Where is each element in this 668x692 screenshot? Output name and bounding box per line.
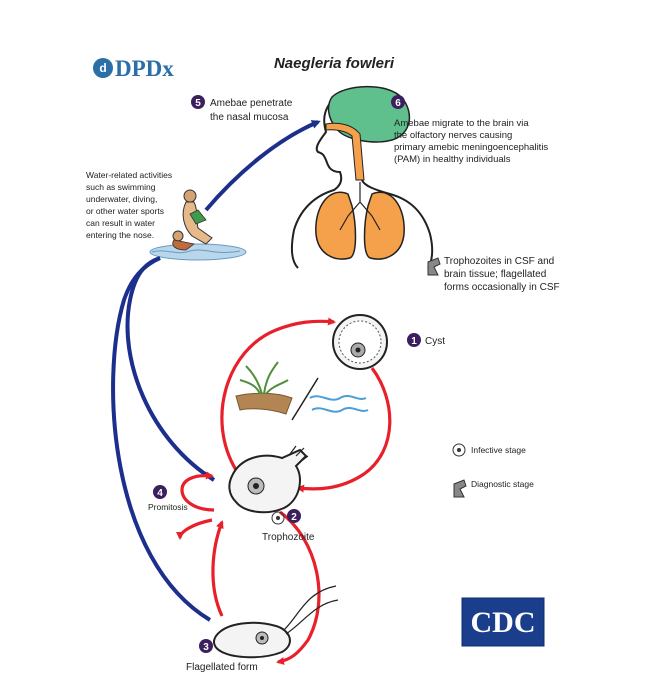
svg-text:can result in water: can result in water xyxy=(86,218,155,228)
swimmers-illustration xyxy=(149,189,247,261)
step-1-badge xyxy=(407,333,421,347)
flagellate-body xyxy=(213,621,291,659)
svg-text:3: 3 xyxy=(203,642,209,653)
flagellate-illustration xyxy=(213,585,339,659)
svg-text:4: 4 xyxy=(157,488,163,499)
svg-text:such as swimming: such as swimming xyxy=(86,182,156,192)
svg-text:5: 5 xyxy=(195,98,201,109)
svg-text:1: 1 xyxy=(411,336,417,347)
step-3-badge xyxy=(199,639,213,653)
legend-biohazard-icon xyxy=(452,443,466,457)
svg-text:entering the nose.: entering the nose. xyxy=(86,230,154,240)
arrow-flagellate-to-water xyxy=(111,256,212,622)
svg-text:d: d xyxy=(99,61,106,75)
head-outline xyxy=(290,92,351,269)
step-6-line-2: the olfactory nerves causing xyxy=(394,130,512,141)
lifecycle-arrows xyxy=(176,317,392,665)
step-4-badge xyxy=(153,485,167,499)
body-outline xyxy=(361,179,434,269)
svg-text:6: 6 xyxy=(395,98,401,109)
cdc-logo-text: CDC xyxy=(471,606,536,639)
step-4: 4 Promitosis xyxy=(148,485,188,512)
svg-text:Trophozoites in CSF and: Trophozoites in CSF and xyxy=(444,256,554,267)
olfactory-path xyxy=(325,122,365,181)
step-6-badge xyxy=(391,95,405,109)
step-6-line-1: Amebae migrate to the brain via xyxy=(394,118,529,129)
trophozoite-body xyxy=(228,448,308,514)
step-5: 5 Amebae penetrate the nasal mucosa xyxy=(191,95,293,123)
step-5-line-1: Amebae penetrate xyxy=(210,98,293,109)
arrow-swim-to-nose xyxy=(204,120,321,212)
bronchi xyxy=(339,182,381,231)
step-1: 1 Cyst xyxy=(407,333,445,347)
trophozoite-illustration xyxy=(228,445,309,514)
step-2: 2 Trophozoite xyxy=(262,509,315,543)
arrow-trophozoite-to-water xyxy=(125,256,216,482)
swimmer-head xyxy=(183,189,197,203)
dpdx-logo-text: DPDx xyxy=(115,56,174,81)
page-title: Naegleria fowleri xyxy=(274,55,395,72)
step-2-badge xyxy=(287,509,301,523)
step-4-label: Promitosis xyxy=(148,502,188,512)
legend: Infective stage Diagnostic stage xyxy=(452,443,534,498)
arrow-promitosis-out xyxy=(176,518,213,540)
step-3: 3 Flagellated form xyxy=(186,639,258,673)
svg-text:underwater, diving,: underwater, diving, xyxy=(86,194,157,204)
human-figure xyxy=(290,85,434,269)
svg-text:2: 2 xyxy=(291,512,297,523)
right-lung-icon xyxy=(363,191,405,260)
soil-icon xyxy=(235,392,293,415)
step-1-label: Cyst xyxy=(425,336,445,347)
left-lung-icon xyxy=(315,191,357,260)
step-6: 6 Amebae migrate to the brain via the ol… xyxy=(391,95,548,165)
svg-text:or other water sports: or other water sports xyxy=(86,206,164,216)
flagellum-2 xyxy=(285,599,339,635)
infection-arrows xyxy=(111,120,321,622)
legend-infective-label: Infective stage xyxy=(471,445,526,455)
environment-illustration xyxy=(235,361,369,421)
cdc-logo-box xyxy=(461,597,545,647)
legend-microscope-icon xyxy=(453,479,467,498)
divider-slash xyxy=(291,377,319,421)
cdc-logo: CDC xyxy=(461,597,545,647)
water-wave-icon xyxy=(309,395,367,401)
step-5-badge xyxy=(191,95,205,109)
flagellum-1 xyxy=(283,585,337,631)
step-2-label: Trophozoite xyxy=(262,532,315,543)
arrow-trophozoite-to-cyst xyxy=(220,317,336,471)
microscope-icon xyxy=(427,257,441,276)
step-6-line-4: (PAM) in healthy individuals xyxy=(394,154,511,165)
diagnostic-note: Trophozoites in CSF and brain tissue; fl… xyxy=(427,256,560,293)
swimmer-body xyxy=(182,201,213,245)
biohazard-icon xyxy=(271,511,285,525)
dpdx-logo: d DPDx xyxy=(93,56,174,81)
step-5-line-2: the nasal mucosa xyxy=(210,112,289,123)
svg-text:Water-related activities: Water-related activities xyxy=(86,170,172,180)
cyst-illustration xyxy=(332,314,388,370)
svg-text:forms occasionally in CSF: forms occasionally in CSF xyxy=(444,282,560,293)
arrow-cyst-to-trophozoite xyxy=(296,367,392,493)
arrow-promitosis-in xyxy=(180,471,215,512)
water-pool xyxy=(149,243,247,261)
svg-text:brain tissue; flagellated: brain tissue; flagellated xyxy=(444,269,546,280)
dpdx-logo-icon xyxy=(93,58,113,78)
legend-diagnostic-label: Diagnostic stage xyxy=(471,479,534,489)
arrow-flagellate-to-trophozoite xyxy=(211,520,224,617)
step-6-line-3: primary amebic meningoencephalitis xyxy=(394,142,548,153)
water-activities-note: Water-related activities such as swimmin… xyxy=(86,170,172,240)
plant-icon xyxy=(239,361,289,395)
step-3-label: Flagellated form xyxy=(186,662,258,673)
arrow-trophozoite-to-flagellate xyxy=(276,510,321,665)
